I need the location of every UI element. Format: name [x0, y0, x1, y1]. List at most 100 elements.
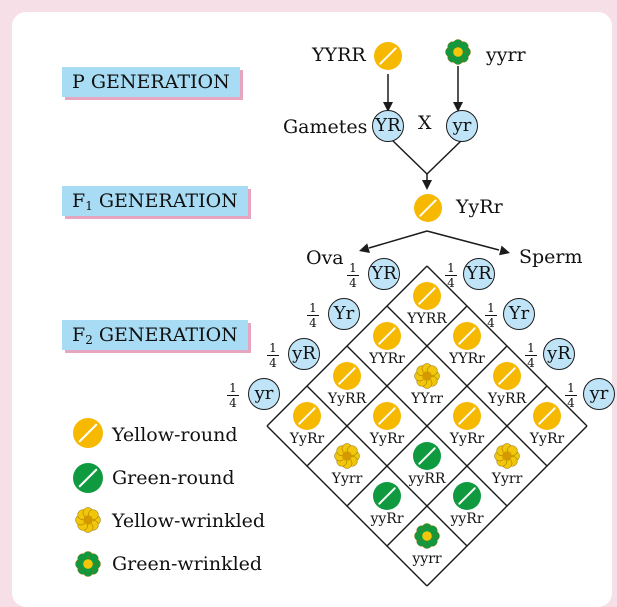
- punnett-cell-genotype: yyrr: [412, 551, 442, 567]
- gamete-merge-lines: [391, 139, 463, 176]
- punnett-gridline: [426, 425, 588, 587]
- ova-allele-Yr: Yr: [328, 298, 360, 330]
- punnett-gridline: [386, 385, 548, 547]
- ova-fraction-numerator: 1: [309, 301, 317, 315]
- punnett-cell-yellow-wrinkled-seed-icon: [494, 443, 520, 469]
- ova-fraction-bar: [227, 395, 239, 396]
- punnett-gridline: [346, 345, 508, 507]
- f2-subscript: 2: [85, 333, 93, 347]
- ova-allele-yr: yr: [248, 378, 280, 410]
- legend-label-green-wrinkled: Green-wrinkled: [112, 553, 263, 575]
- punnett-cell-genotype: Yyrr: [491, 471, 523, 487]
- legend-green-round-seed-icon-shine: [78, 468, 98, 488]
- punnett-cell-yellow-round-seed-icon-shine: [378, 327, 396, 345]
- ova-fraction-denominator: 4: [269, 356, 277, 370]
- legend-green-wrinkled-seed-icon-center: [83, 559, 93, 569]
- punnett-cell-genotype: YyRR: [487, 391, 527, 407]
- cross-symbol: X: [418, 112, 432, 134]
- punnett-cell-yellow-round-seed-icon: [533, 402, 561, 430]
- legend-green-wrinkled-seed-icon: [75, 551, 101, 577]
- sperm-allele-yR: yR: [543, 338, 575, 370]
- punnett-cell-yellow-wrinkled-seed-icon: [414, 363, 440, 389]
- punnett-cell-yellow-round-seed-icon-shine: [338, 367, 356, 385]
- punnett-cell-yellow-round-seed-icon-shine: [458, 327, 476, 345]
- punnett-cell-green-round-seed-icon: [453, 482, 481, 510]
- ova-fraction-denominator: 4: [229, 396, 237, 410]
- parent-gamete-right: yr: [446, 110, 478, 142]
- parent-green-wrinkled-seed-icon-center: [453, 47, 463, 57]
- punnett-cell-yellow-wrinkled-seed-icon: [334, 443, 360, 469]
- parent-yellow-round-seed-icon-shine: [379, 47, 397, 65]
- ova-fraction-numerator: 1: [349, 261, 357, 275]
- punnett-gridline: [266, 425, 428, 587]
- sperm-arrowhead: [499, 245, 510, 256]
- legend-label-yellow-wrinkled: Yellow-wrinkled: [112, 510, 266, 532]
- punnett-cell-genotype: YYrr: [411, 391, 443, 407]
- punnett-cell-yellow-round-seed-icon-shine: [298, 407, 316, 425]
- punnett-cell-genotype: yyRr: [370, 511, 404, 527]
- sperm-fraction-denominator: 4: [447, 276, 455, 290]
- parent-left-arrowhead: [383, 102, 393, 112]
- sperm-fraction-denominator: 4: [487, 316, 495, 330]
- punnett-cell-yellow-wrinkled-seed-icon-center: [422, 371, 432, 381]
- legend-yellow-round-seed-icon: [73, 418, 103, 448]
- parent-gamete-left: YR: [372, 110, 404, 142]
- punnett-cell-yellow-round-seed-icon-shine: [498, 367, 516, 385]
- gamete-merge-arrowhead: [422, 180, 432, 190]
- gametes-label: Gametes: [283, 116, 368, 138]
- punnett-cell-yellow-round-seed-icon-shine: [538, 407, 556, 425]
- punnett-cell-yellow-round-seed-icon-shine: [418, 287, 436, 305]
- sperm-allele-Yr: Yr: [503, 298, 535, 330]
- parent-left-genotype: YYRR: [312, 44, 366, 66]
- parent-right-genotype: yyrr: [486, 44, 526, 66]
- punnett-gridline: [306, 385, 468, 547]
- sperm-fraction-bar: [525, 355, 537, 356]
- punnett-cell-genotype: yyRr: [450, 511, 484, 527]
- sperm-fraction-numerator: 1: [487, 301, 495, 315]
- ova-allele-yR: yR: [288, 338, 320, 370]
- ova-fraction-bar: [307, 315, 319, 316]
- punnett-cell-genotype: YyRr: [289, 431, 325, 447]
- f1-subscript: 1: [85, 199, 93, 213]
- punnett-cell-yellow-round-seed-icon: [333, 362, 361, 390]
- sperm-fraction-numerator: 1: [447, 261, 455, 275]
- punnett-cell-green-round-seed-icon-shine: [378, 487, 396, 505]
- punnett-cell-genotype: Yyrr: [331, 471, 363, 487]
- punnett-cell-genotype: YyRr: [529, 431, 565, 447]
- sperm-fraction-denominator: 4: [567, 396, 575, 410]
- punnett-cell-yellow-round-seed-icon: [493, 362, 521, 390]
- ova-arrow-line: [368, 230, 428, 249]
- punnett-cell-green-wrinkled-seed-icon-center: [422, 531, 432, 541]
- punnett-cell-genotype: YYRR: [407, 311, 447, 327]
- punnett-cell-green-wrinkled-seed-icon: [414, 523, 440, 549]
- f1-generation-label: F1 GENERATION: [62, 186, 248, 216]
- f1-prefix: F: [72, 190, 86, 212]
- punnett-cell-yellow-round-seed-icon: [413, 282, 441, 310]
- punnett-cell-green-round-seed-icon: [373, 482, 401, 510]
- ova-fraction-bar: [347, 275, 359, 276]
- ova-arrowhead: [359, 243, 371, 253]
- sperm-fraction-bar: [485, 315, 497, 316]
- sperm-allele-YR: YR: [463, 258, 495, 290]
- punnett-cell-yellow-wrinkled-seed-icon-center: [502, 451, 512, 461]
- legend-label-yellow-round: Yellow-round: [112, 424, 238, 446]
- punnett-cell-genotype: YyRR: [327, 391, 367, 407]
- punnett-cell-yellow-wrinkled-seed-icon-center: [342, 451, 352, 461]
- punnett-cell-yellow-round-seed-icon-shine: [458, 407, 476, 425]
- punnett-cell-yellow-round-seed-icon-shine: [378, 407, 396, 425]
- punnett-cell-green-round-seed-icon-shine: [458, 487, 476, 505]
- legend-yellow-wrinkled-seed-icon-center: [83, 515, 93, 525]
- parent-green-wrinkled-seed-icon: [445, 39, 471, 65]
- punnett-cell-yellow-round-seed-icon: [453, 402, 481, 430]
- ova-allele-YR: YR: [368, 258, 400, 290]
- p-generation-label: P GENERATION: [62, 67, 240, 97]
- punnett-cell-genotype: YyRr: [449, 431, 485, 447]
- ova-label: Ova: [306, 247, 344, 269]
